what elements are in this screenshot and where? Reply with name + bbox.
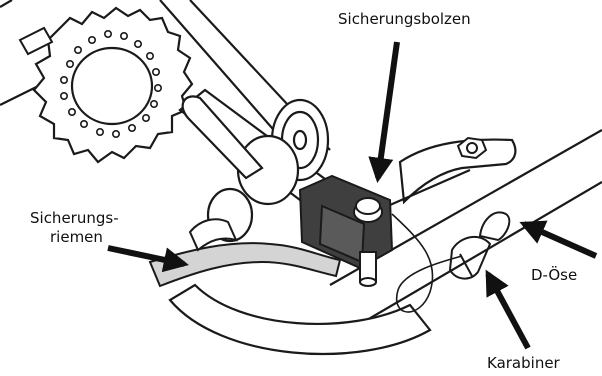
arrow-sicherungsbolzen xyxy=(378,42,397,178)
arrow-d-oese xyxy=(524,224,596,256)
label-sicherungsbolzen: Sicherungsbolzen xyxy=(338,10,471,29)
label-karabiner: Karabiner xyxy=(487,354,560,373)
label-sicherungsriemen: Sicherungs- riemen xyxy=(30,209,119,247)
label-sicherungsriemen-line1: Sicherungs- xyxy=(30,209,119,227)
bracket-left xyxy=(20,28,52,54)
arrow-karabiner xyxy=(488,274,528,348)
label-sicherungsriemen-line2: riemen xyxy=(50,228,119,247)
d-ring xyxy=(480,212,509,240)
arc-tube xyxy=(170,285,430,354)
label-d-oese: D-Öse xyxy=(531,266,577,285)
chainring xyxy=(34,8,192,162)
